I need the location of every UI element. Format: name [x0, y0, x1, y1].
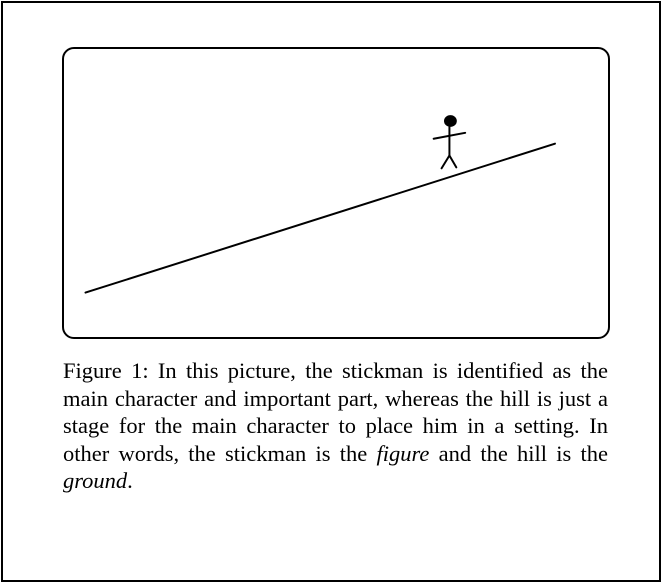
stickman-left-leg — [440, 154, 451, 170]
stickman-arms — [432, 131, 467, 140]
caption-text-part2: and the hill is the — [429, 440, 608, 466]
caption-figure-term: figure — [376, 440, 430, 466]
stickman-right-leg — [448, 154, 458, 169]
stickman-head — [444, 115, 457, 127]
illustration-canvas — [84, 115, 556, 294]
figure-illustration — [62, 47, 610, 339]
caption-ground-term: ground — [63, 468, 128, 493]
stickman — [432, 115, 467, 170]
caption-text-part3: . — [127, 468, 133, 493]
figure-caption: Figure 1: In this picture, the stickman … — [63, 357, 608, 495]
caption-text-part1: Figure 1: In this picture, the stickman … — [63, 358, 608, 466]
hill-line — [84, 142, 556, 294]
